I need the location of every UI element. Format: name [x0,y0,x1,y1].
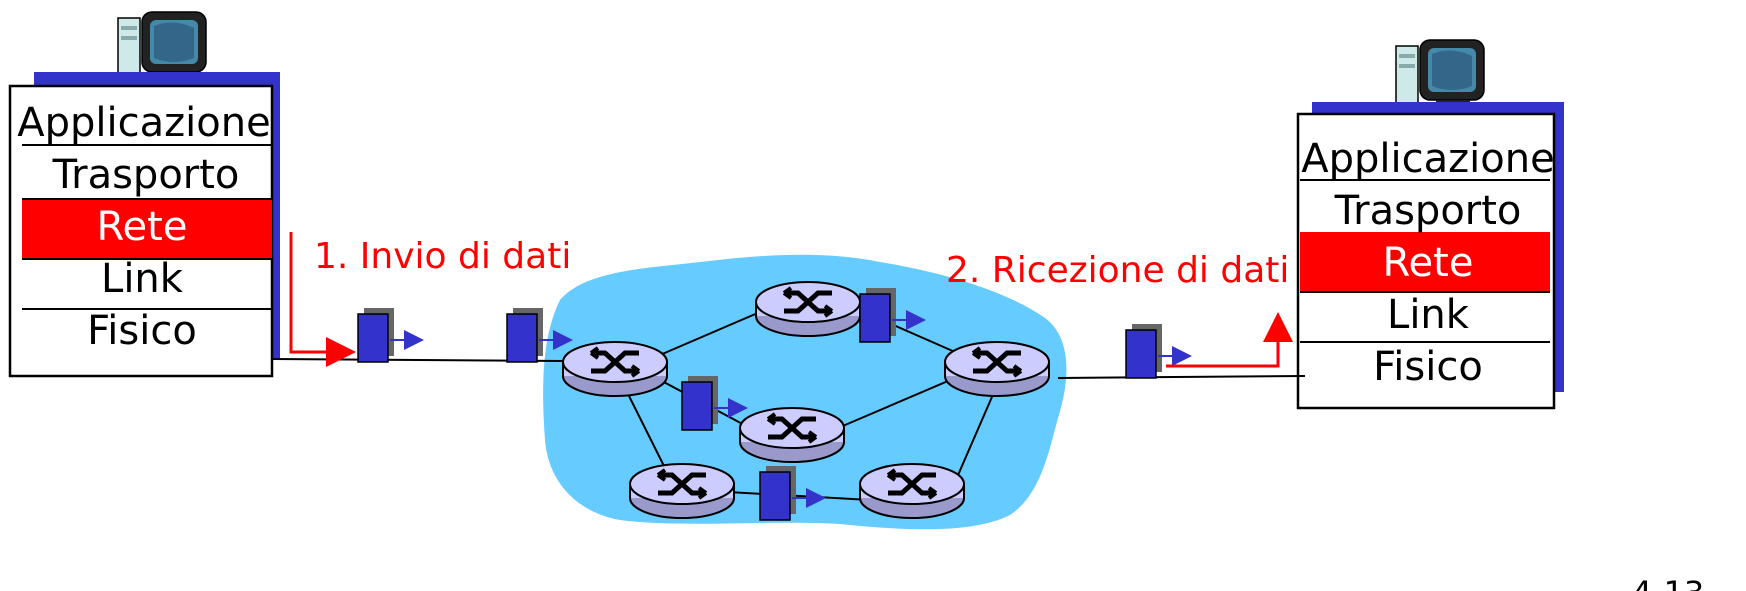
receive-arrow [1166,312,1293,368]
right-host: Applicazione Trasporto Rete Link Fisico [1296,39,1564,410]
router-icon [630,464,734,518]
left-layer-trasporto: Trasporto [52,152,240,198]
left-layer-fisico: Fisico [87,308,197,354]
router-icon [756,282,860,336]
left-layer-applicazione: Applicazione [17,100,270,146]
left-layer-rete: Rete [97,204,188,250]
left-layer-link: Link [101,256,184,302]
receive-label: 2. Ricezione di dati [946,250,1289,291]
page-number: 4-13 [1632,574,1705,591]
router-icon [740,408,844,462]
send-label: 1. Invio di dati [314,236,571,277]
packet-icon [1126,324,1188,378]
right-layer-rete: Rete [1383,240,1474,286]
left-rete-highlight [22,200,272,260]
right-rete-highlight [1300,234,1550,292]
right-layer-link: Link [1387,292,1470,338]
packet-icon [358,308,420,362]
router-icon [563,342,667,396]
send-arrow [289,232,356,367]
network-cloud [543,254,1067,530]
left-host: Applicazione Trasporto Rete Link Fisico [8,11,280,378]
right-layer-fisico: Fisico [1373,344,1483,390]
router-icon [945,342,1049,396]
right-layer-applicazione: Applicazione [1301,136,1554,182]
right-layer-trasporto: Trasporto [1334,188,1522,234]
router-icon [860,464,964,518]
